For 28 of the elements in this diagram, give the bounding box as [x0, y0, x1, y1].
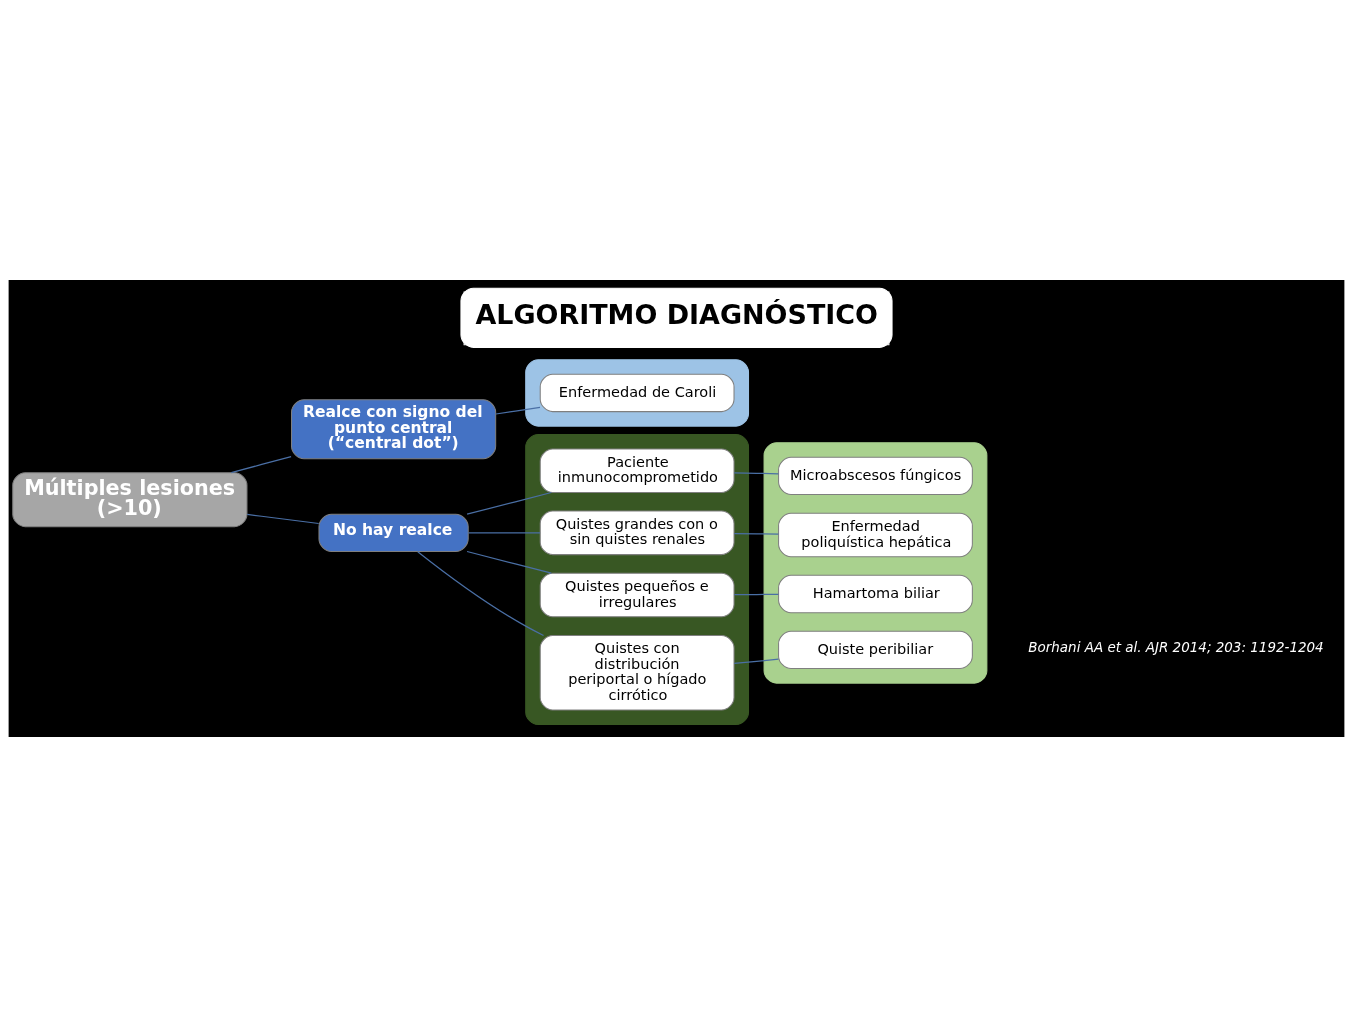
connector [466, 491, 552, 515]
node-box: Múltiples lesiones (>10) [12, 472, 248, 528]
cluster [763, 442, 988, 684]
node-box: Quistes grandes con o sin quistes renales [539, 510, 735, 556]
connector [246, 513, 320, 525]
connector [733, 593, 780, 596]
node-box: No hay realce [318, 513, 469, 553]
diagram-title: ALGORITMO DIAGNÓSTICO [475, 298, 878, 330]
connector [466, 550, 552, 574]
node-box: Enfermedad poliquística hepática [778, 512, 973, 558]
connector [495, 406, 541, 415]
node-box: Quistes con distribución periportal o hígado cirrótico [539, 634, 735, 711]
connector [733, 472, 780, 475]
node-box: Quistes pequeños e irregulares [539, 572, 735, 618]
connector [417, 551, 545, 637]
node-box: Realce con signo del punto central (“central dot”) [291, 399, 497, 460]
caption: Borhani AA et al. AJR 2014; 203: 1192-1204 [1028, 639, 1324, 656]
cluster [525, 359, 750, 427]
node-box: Paciente inmunocomprometido [539, 448, 735, 493]
node-box: Microabscesos fúngicos [778, 456, 973, 496]
node-box: Hamartoma biliar [778, 574, 973, 614]
connector [230, 455, 292, 474]
connector [733, 533, 780, 535]
cluster [525, 433, 750, 726]
node-box: Enfermedad de Caroli [539, 373, 735, 413]
connector [467, 532, 541, 534]
connector [733, 658, 780, 665]
node-box: Quiste peribiliar [778, 630, 973, 670]
